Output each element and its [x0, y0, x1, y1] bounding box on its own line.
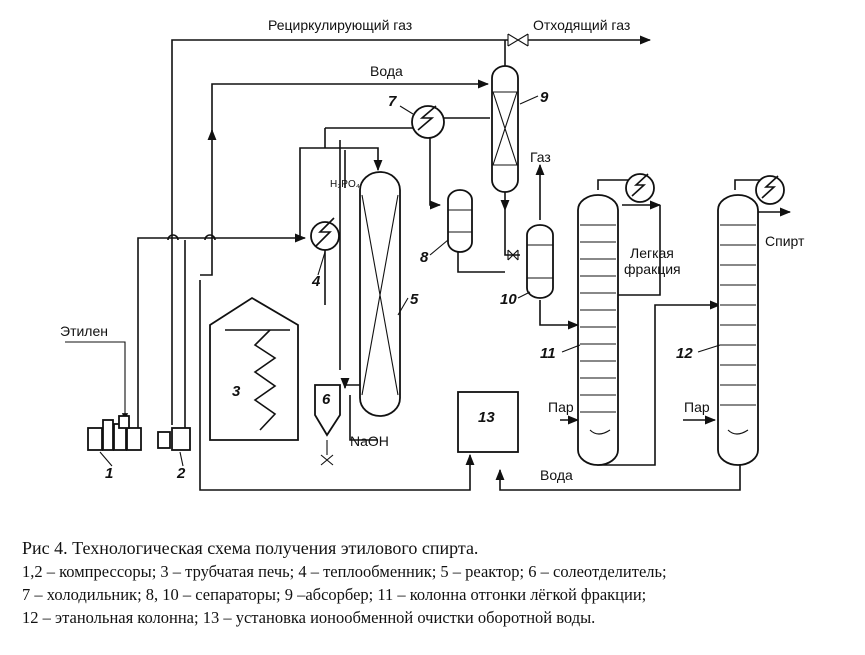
number-9: 9 — [540, 89, 549, 106]
separator-10 — [526, 224, 554, 299]
column-11 — [577, 194, 619, 466]
water-top-label: Вода — [370, 63, 403, 79]
steam-label-2: Пар — [684, 399, 710, 415]
number-8: 8 — [420, 249, 429, 266]
reactor-outlet-lines — [339, 117, 490, 441]
light-fraction-label-2: фракция — [624, 261, 681, 277]
gas-label: Газ — [530, 149, 551, 165]
feed-to-reactor — [299, 127, 415, 305]
water-bottom-label: Вода — [540, 467, 573, 483]
number-2: 2 — [176, 465, 186, 482]
off-gas-valve — [507, 33, 529, 47]
salt-separator-6 — [314, 384, 341, 466]
number-leaders — [99, 95, 721, 467]
separator-lines — [457, 163, 580, 330]
off-gas-label: Отходящий газ — [533, 17, 630, 33]
ethylene-line — [65, 341, 129, 421]
ethylene-label: Этилен — [60, 323, 108, 339]
separator-8 — [447, 189, 473, 253]
naoh-label: NaOH — [350, 433, 389, 449]
process-flow-diagram: Рециркулирующий газ Отходящий газ Вода Г… — [60, 17, 805, 491]
h3po4-label: H₃PO₄ — [330, 179, 360, 190]
number-1: 1 — [105, 465, 113, 482]
light-fraction-label-1: Легкая — [630, 245, 674, 261]
heat-exchanger-4 — [310, 217, 340, 251]
number-11: 11 — [540, 345, 556, 362]
water-line-top — [200, 79, 490, 276]
caption-line-2: 7 – холодильник; 8, 10 – сепараторы; 9 –… — [22, 585, 647, 604]
compressor-1 — [87, 415, 142, 451]
column-12 — [717, 194, 759, 466]
steam-label-1: Пар — [548, 399, 574, 415]
number-10: 10 — [500, 291, 517, 308]
caption-line-1: 1,2 – компрессоры; 3 – трубчатая печь; 4… — [22, 562, 667, 581]
reactor-5 — [359, 171, 401, 417]
tube-furnace-3 — [209, 296, 299, 441]
number-12: 12 — [676, 345, 693, 362]
cooler-7 — [411, 105, 445, 139]
condenser-11 — [625, 173, 655, 203]
recycle-gas-label: Рециркулирующий газ — [268, 17, 412, 33]
ion-exchange-unit-13 — [457, 391, 519, 453]
number-7: 7 — [388, 93, 397, 110]
absorber-9 — [491, 65, 519, 193]
alcohol-label: Спирт — [765, 233, 805, 249]
number-5: 5 — [410, 291, 419, 308]
caption-line-3: 12 – этанольная колонна; 13 – установка … — [22, 608, 596, 627]
liquid-valve — [507, 249, 519, 261]
number-4: 4 — [311, 273, 321, 290]
compressor-2 — [157, 427, 191, 451]
condenser-12 — [755, 175, 785, 205]
recycle-gas-line — [171, 35, 652, 425]
compressor-lines — [137, 233, 307, 430]
number-13: 13 — [478, 409, 495, 426]
column-lines — [199, 179, 792, 491]
number-3: 3 — [232, 383, 241, 400]
figure-caption: Рис 4. Технологическая схема получения э… — [22, 536, 857, 629]
caption-title: Рис 4. Технологическая схема получения э… — [22, 538, 479, 558]
number-6: 6 — [322, 391, 331, 408]
